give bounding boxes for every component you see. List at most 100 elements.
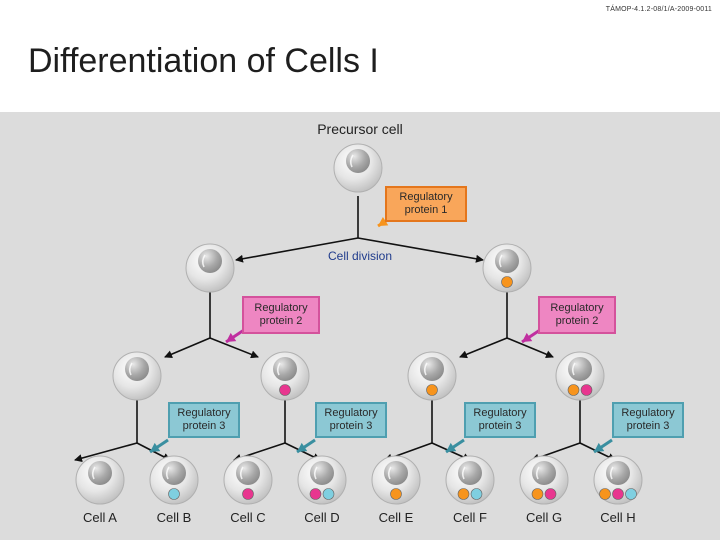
branch-level3-left-0 [74, 442, 138, 463]
nucleus [606, 461, 630, 485]
cell-level2-2 [260, 351, 310, 401]
protein-dot-p2 [242, 488, 254, 500]
cell-d [297, 455, 347, 505]
protein-dot-p1 [457, 488, 470, 500]
cell-f-label: Cell F [453, 510, 487, 525]
nucleus-highlight [609, 466, 614, 480]
nucleus [532, 461, 556, 485]
nucleus [346, 149, 370, 173]
nucleus [162, 461, 186, 485]
cell-e-label: Cell E [378, 510, 414, 525]
protein-3-arrow-3 [445, 438, 465, 454]
protein-3-arrow-1 [149, 438, 169, 454]
protein-dot-p2 [580, 384, 593, 396]
nucleus-highlight [239, 466, 244, 480]
nucleus [125, 357, 149, 381]
cell-d-label: Cell D [304, 510, 340, 525]
regulatory-protein-3-box-4: Regulatory protein 3 [612, 402, 684, 438]
cell-b [149, 455, 199, 505]
nucleus-highlight [276, 362, 281, 376]
protein-3-arrow-2 [296, 438, 316, 454]
protein-dot-p3 [625, 488, 637, 500]
nucleus [458, 461, 482, 485]
cell-f [445, 455, 495, 505]
regulatory-protein-3-box-2: Regulatory protein 3 [315, 402, 387, 438]
arrow-head [150, 442, 161, 452]
protein-dot-p2 [309, 488, 322, 500]
branch-right-1 [357, 237, 484, 263]
nucleus [198, 249, 222, 273]
branch-level2-right-1 [506, 337, 554, 359]
branch-left-1 [235, 237, 359, 263]
nucleus-highlight [571, 362, 576, 376]
nucleus [495, 249, 519, 273]
precursor-label: Precursor cell [317, 121, 403, 137]
cell-g [519, 455, 569, 505]
nucleus-highlight [91, 466, 96, 480]
nucleus-highlight [535, 466, 540, 480]
nucleus-highlight [498, 254, 503, 268]
cell-level2-3 [407, 351, 457, 401]
protein-dot-p1 [426, 384, 438, 396]
protein-dot-p1 [567, 384, 580, 396]
cell-division-label: Cell division [327, 249, 393, 263]
nucleus-highlight [461, 466, 466, 480]
regulatory-protein-3-label: Regulatory protein 3 [621, 407, 675, 432]
nucleus [236, 461, 260, 485]
nucleus [310, 461, 334, 485]
arrow-head [226, 332, 237, 342]
protein-dot-p1 [390, 488, 402, 500]
cell-c [223, 455, 273, 505]
daughter-cell-left [185, 243, 235, 293]
nucleus-highlight [165, 466, 170, 480]
nucleus-highlight [201, 254, 206, 268]
cell-g-label: Cell G [525, 510, 563, 525]
arrow-head [594, 442, 605, 452]
cell-e [371, 455, 421, 505]
regulatory-protein-2-box-right: Regulatory protein 2 [538, 296, 616, 334]
protein-dot-p3 [322, 488, 335, 500]
protein-dot-p3 [168, 488, 180, 500]
cell-level2-1 [112, 351, 162, 401]
protein-2-arrow-right [521, 328, 541, 344]
nucleus-highlight [128, 362, 133, 376]
branch-level2-left-0 [164, 337, 211, 358]
protein-dot-p1 [531, 488, 544, 500]
daughter-cell-right [482, 243, 532, 293]
branch-level2-left-1 [459, 337, 508, 359]
regulatory-protein-3-label: Regulatory protein 3 [473, 407, 527, 432]
protein-dot-p1 [501, 276, 513, 288]
cell-b-label: Cell B [156, 510, 192, 525]
protein-dot-p2 [612, 488, 624, 500]
precursor-cell [333, 143, 383, 193]
regulatory-protein-1-label: Regulatory protein 1 [399, 191, 453, 216]
nucleus-highlight [423, 362, 428, 376]
protein-dot-p3 [470, 488, 483, 500]
nucleus [420, 357, 444, 381]
cell-h [593, 455, 643, 505]
protein-3-arrow-4 [593, 438, 613, 454]
nucleus-highlight [313, 466, 318, 480]
protein-dot-p1 [599, 488, 611, 500]
regulatory-protein-2-label: Regulatory protein 2 [254, 302, 308, 327]
regulatory-protein-3-label: Regulatory protein 3 [177, 407, 231, 432]
nucleus-highlight [387, 466, 392, 480]
protein-dot-p2 [279, 384, 291, 396]
arrow-head [446, 442, 457, 452]
arrow-head [522, 332, 533, 342]
arrow-head [378, 216, 389, 226]
protein-dot-p2 [544, 488, 557, 500]
regulatory-protein-3-box-1: Regulatory protein 3 [168, 402, 240, 438]
nucleus [273, 357, 297, 381]
nucleus [88, 461, 112, 485]
cell-level2-4 [555, 351, 605, 401]
regulatory-protein-3-label: Regulatory protein 3 [324, 407, 378, 432]
cell-a [75, 455, 125, 505]
regulatory-protein-2-label: Regulatory protein 2 [550, 302, 604, 327]
branch-level2-right-0 [209, 337, 259, 359]
page-title: Differentiation of Cells I [28, 42, 379, 80]
cell-c-label: Cell C [230, 510, 266, 525]
arrow-head [297, 442, 308, 452]
reference-code: TÁMOP-4.1.2-08/1/A-2009-0011 [605, 6, 712, 13]
